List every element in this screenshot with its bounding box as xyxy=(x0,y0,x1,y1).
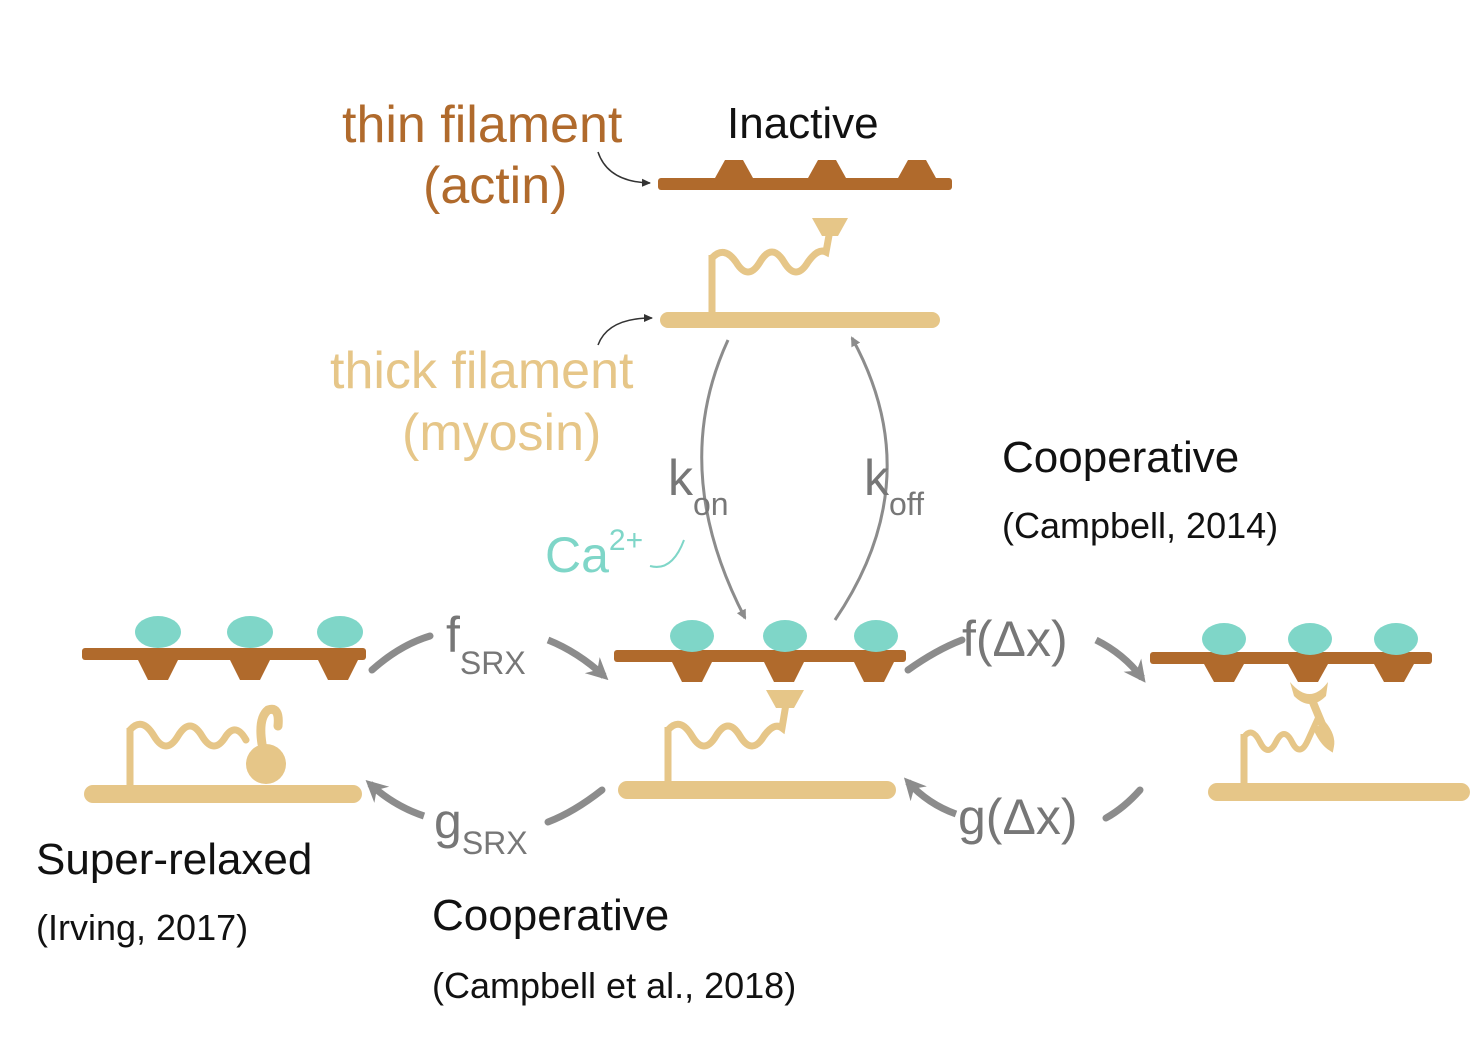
thick-filament-label: thick filament xyxy=(330,342,634,400)
calcium-ion-icon xyxy=(317,616,363,648)
g-srx-label: gSRX xyxy=(434,793,528,861)
k-off-arrow xyxy=(833,336,889,621)
thin-filament-pointer xyxy=(597,151,651,187)
calcium-ion-icon xyxy=(135,616,181,648)
srx-actin-filament xyxy=(82,616,366,680)
cooperative-bottom-label: Cooperative xyxy=(432,891,669,940)
g-dx-arrow-end xyxy=(903,777,958,818)
active-actin-filament xyxy=(614,620,906,682)
actin-label: (actin) xyxy=(423,157,567,215)
super-relaxed-state xyxy=(82,616,366,803)
f-dx-arrow-start xyxy=(904,636,966,674)
calcium-ion-icon xyxy=(670,620,714,652)
active-state xyxy=(614,620,906,799)
super-relaxed-label: Super-relaxed xyxy=(36,835,312,884)
thick-filament-pointer xyxy=(597,314,653,346)
g-dx-arrow-start xyxy=(1102,786,1144,822)
f-dx-label: f(Δx) xyxy=(962,611,1068,667)
super-relaxed-ref: (Irving, 2017) xyxy=(36,907,248,948)
k-on-arrow xyxy=(700,339,747,620)
inactive-myosin-filament xyxy=(660,218,940,328)
inactive-actin-filament xyxy=(658,160,952,190)
k-on-label: kon xyxy=(668,450,729,522)
attached-state xyxy=(1150,623,1470,801)
calcium-pointer xyxy=(649,539,685,568)
f-srx-label: fSRX xyxy=(446,607,526,681)
calcium-ion-icon xyxy=(763,620,807,652)
attached-myosin-filament xyxy=(1208,682,1470,801)
cooperative-bottom-ref: (Campbell et al., 2018) xyxy=(432,965,796,1006)
calcium-ion-icon xyxy=(854,620,898,652)
myosin-label: (myosin) xyxy=(402,404,601,462)
inactive-state xyxy=(658,160,952,328)
k-off-label: koff xyxy=(864,450,924,522)
active-myosin-filament xyxy=(618,690,896,799)
calcium-ion-icon xyxy=(1374,623,1418,655)
attached-actin-filament xyxy=(1150,623,1432,682)
f-srx-arrow-end xyxy=(546,636,609,681)
calcium-label: Ca2+ xyxy=(545,524,643,583)
g-dx-label: g(Δx) xyxy=(958,789,1078,845)
f-dx-arrow-end xyxy=(1094,636,1146,683)
calcium-ion-icon xyxy=(1202,623,1246,655)
calcium-ion-icon xyxy=(1288,623,1332,655)
g-srx-arrow-start xyxy=(544,786,606,826)
g-srx-arrow-end xyxy=(365,779,426,820)
cooperative-right-ref: (Campbell, 2014) xyxy=(1002,505,1278,546)
calcium-ion-icon xyxy=(227,616,273,648)
srx-myosin-filament xyxy=(84,704,362,803)
inactive-label: Inactive xyxy=(727,99,879,148)
f-srx-arrow-start xyxy=(368,632,434,674)
cooperative-right-label: Cooperative xyxy=(1002,433,1239,482)
thin-filament-label: thin filament xyxy=(342,96,623,154)
